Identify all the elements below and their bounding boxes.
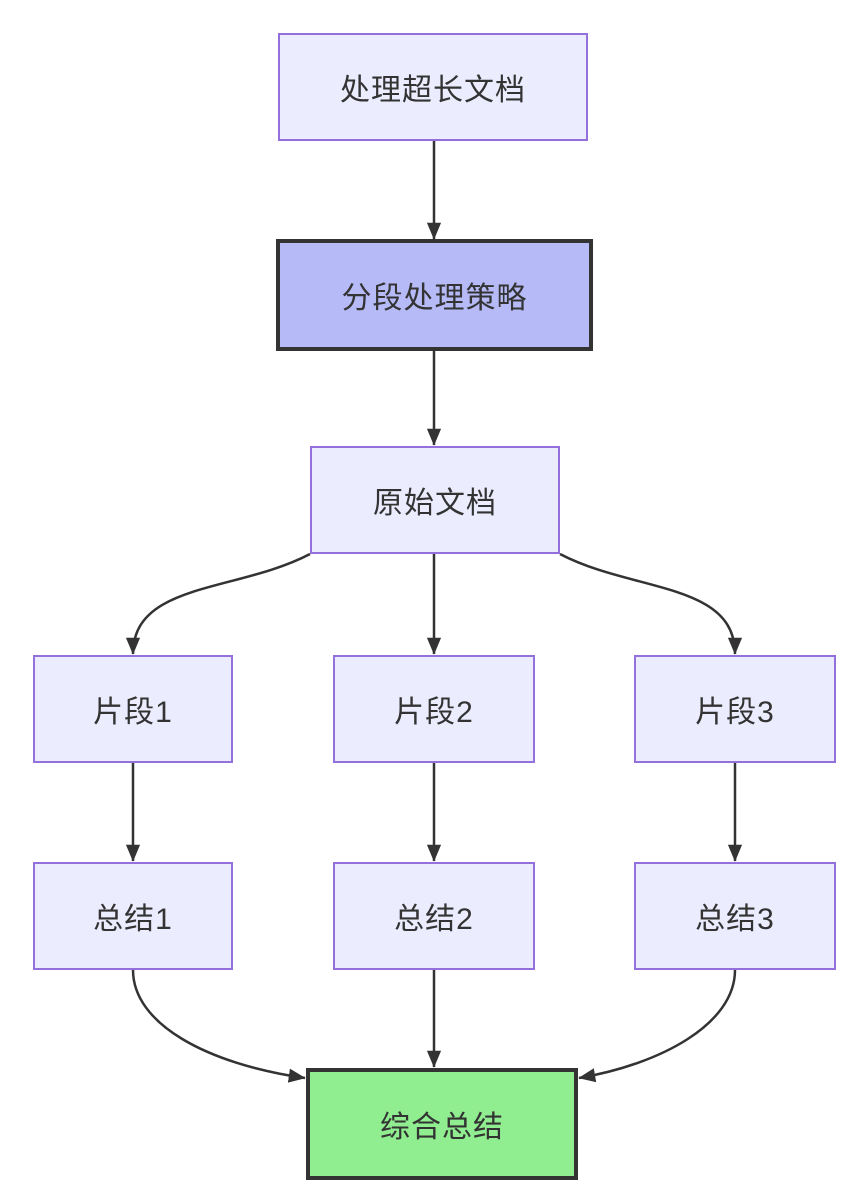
edge-c-d3 xyxy=(559,552,743,655)
edge-e1-f xyxy=(131,969,306,1083)
node-fragment-1: 片段1 xyxy=(33,655,233,763)
node-summary-2: 总结2 xyxy=(333,862,535,970)
node-summary-3: 总结3 xyxy=(634,862,836,970)
node-summary-1: 总结1 xyxy=(33,862,233,970)
edge-e3-f xyxy=(578,969,737,1083)
node-segmentation-strategy: 分段处理策略 xyxy=(276,239,593,351)
node-original-doc: 原始文档 xyxy=(310,446,560,554)
node-process-long-doc: 处理超长文档 xyxy=(278,33,588,141)
edge-c-d1 xyxy=(125,552,311,655)
node-fragment-2: 片段2 xyxy=(333,655,535,763)
node-final-summary: 综合总结 xyxy=(306,1068,578,1180)
node-fragment-3: 片段3 xyxy=(634,655,836,763)
